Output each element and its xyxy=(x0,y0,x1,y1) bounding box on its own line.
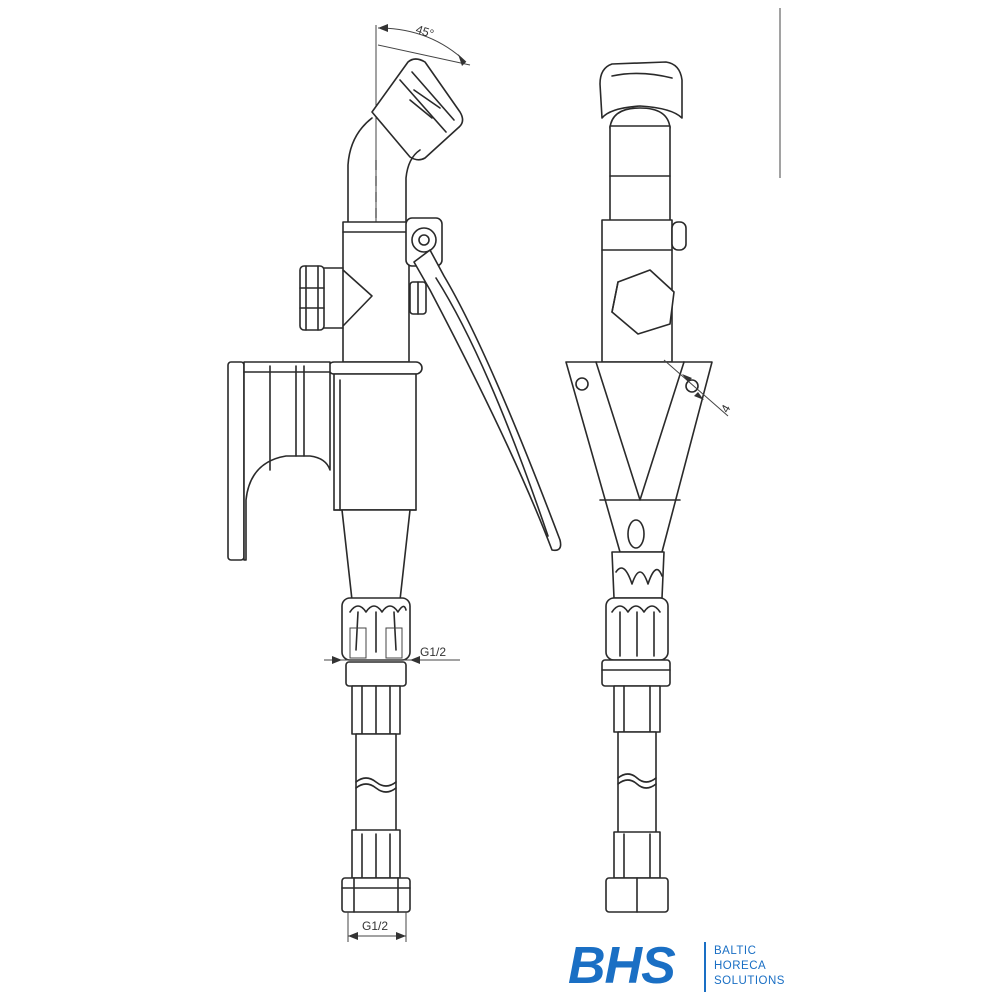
lower-body xyxy=(333,373,417,511)
front-view: 4 xyxy=(565,8,781,913)
hole-label: 4 xyxy=(718,402,734,415)
angle-label: 45° xyxy=(414,22,436,41)
valve-body xyxy=(342,221,410,363)
lever-handle xyxy=(413,249,562,552)
side-view: 45° xyxy=(227,22,562,942)
taper xyxy=(341,509,411,601)
logo-tagline: BALTIC HORECA SOLUTIONS xyxy=(714,944,785,989)
wall-bracket xyxy=(227,361,331,561)
logo-line-solutions: SOLUTIONS xyxy=(714,975,785,987)
front-bracket xyxy=(565,361,713,553)
angle-dimension: 45° xyxy=(375,22,471,240)
logo-divider xyxy=(704,942,706,992)
thread-top-label: G1/2 xyxy=(420,645,446,659)
connection-nut xyxy=(341,597,411,661)
logo-line-horeca: HORECA xyxy=(714,960,767,972)
front-neck xyxy=(609,125,671,223)
bhs-logo: BHS BALTIC HORECA SOLUTIONS xyxy=(568,938,808,996)
thread-dimension-top: G1/2 xyxy=(324,645,460,664)
logo-brand: BHS xyxy=(568,937,676,995)
collar-ring xyxy=(327,361,423,375)
front-spray-head xyxy=(599,61,683,119)
inlet-nut xyxy=(299,265,325,331)
thread-dimension-bottom: G1/2 xyxy=(347,912,407,942)
thread-bottom-label: G1/2 xyxy=(362,919,388,933)
front-connection-nut xyxy=(605,597,669,661)
hose xyxy=(341,661,411,913)
front-hose xyxy=(605,685,669,913)
logo-line-baltic: BALTIC xyxy=(714,945,757,957)
spray-head xyxy=(371,58,464,161)
